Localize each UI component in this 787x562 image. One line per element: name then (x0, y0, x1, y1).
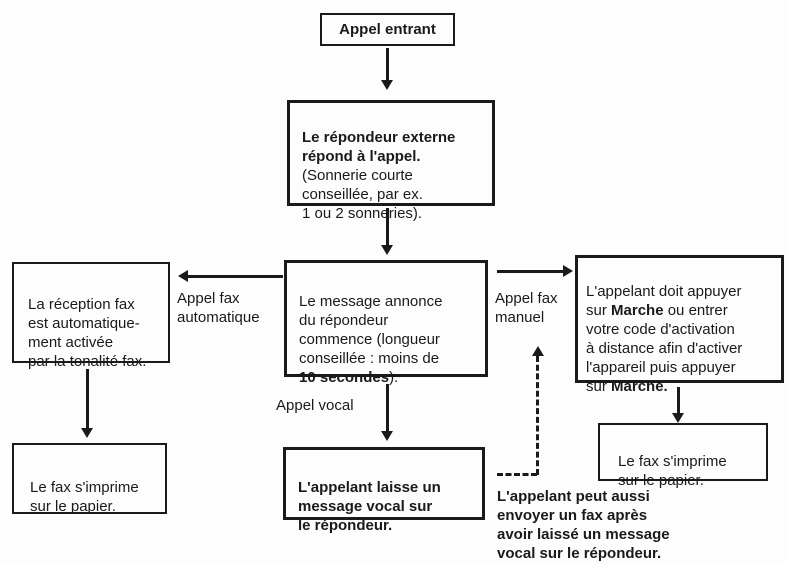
label-appel-fax-automatique: Appel fax automatique (177, 290, 260, 326)
arrow-entrant-to-repondeur (386, 48, 389, 81)
node-appel-entrant-label: Appel entrant (339, 21, 436, 38)
arrow-message-to-marche (497, 270, 563, 273)
node-appelant-marche-text-1: L'appelant doit appuyer sur (586, 283, 742, 319)
node-appelant-marche-bold-2: Marche. (611, 378, 668, 395)
node-repondeur-externe-text-bold: Le répondeur externe répond à l'appel. (302, 129, 456, 165)
node-reception-fax-text: La réception fax est automatique- ment a… (28, 296, 147, 370)
node-repondeur-externe: Le répondeur externe répond à l'appel. (… (287, 100, 495, 222)
arrow-marche-to-impression (677, 387, 680, 414)
label-appel-fax-manuel: Appel fax manuel (495, 290, 558, 326)
arrowhead-dashed-note-to-manuel (532, 346, 544, 356)
node-reception-fax: La réception fax est automatique- ment a… (12, 262, 170, 370)
node-fax-imprime-droite-text: Le fax s'imprime sur le papier. (618, 453, 727, 489)
node-appelant-marche-text-2: ou entrer votre code d'activation à dist… (586, 302, 743, 395)
arrowhead-entrant-to-repondeur (381, 80, 393, 90)
node-message-vocal-text: L'appelant laisse un message vocal sur l… (298, 479, 441, 534)
arrow-repondeur-to-message (386, 208, 389, 246)
node-fax-imprime-gauche: Le fax s'imprime sur le papier. (12, 443, 167, 515)
arrowhead-marche-to-impression (672, 413, 684, 423)
note-fax-apres-message: L'appelant peut aussi envoyer un fax apr… (497, 488, 670, 562)
node-appelant-marche: L'appelant doit appuyer sur Marche ou en… (575, 255, 784, 395)
node-appelant-marche-bold-1: Marche (611, 302, 664, 319)
arrow-message-to-vocal (386, 384, 389, 432)
node-message-annonce: Le message annonce du répondeur commence… (284, 260, 488, 386)
arrowhead-reception-to-impression (81, 428, 93, 438)
node-fax-imprime-droite: Le fax s'imprime sur le papier. (598, 423, 768, 489)
node-message-annonce-text-bold: 10 secondes (299, 369, 390, 386)
arrowhead-repondeur-to-message (381, 245, 393, 255)
node-repondeur-externe-text: (Sonnerie courte conseillée, par ex. 1 o… (302, 167, 423, 222)
arrowhead-message-to-reception (178, 270, 188, 282)
node-fax-imprime-gauche-text: Le fax s'imprime sur le papier. (30, 479, 139, 515)
dashed-line-horizontal (497, 473, 537, 476)
node-message-vocal: L'appelant laisse un message vocal sur l… (283, 447, 485, 534)
dashed-line-vertical (536, 356, 539, 475)
arrowhead-message-to-vocal (381, 431, 393, 441)
arrow-message-to-reception (188, 275, 283, 278)
arrow-reception-to-impression (86, 369, 89, 429)
arrowhead-message-to-marche (563, 265, 573, 277)
label-appel-vocal: Appel vocal (276, 397, 354, 414)
node-appel-entrant: Appel entrant (320, 13, 455, 46)
node-message-annonce-text-1: Le message annonce du répondeur commence… (299, 293, 443, 367)
node-message-annonce-text-2: ). (389, 369, 399, 386)
